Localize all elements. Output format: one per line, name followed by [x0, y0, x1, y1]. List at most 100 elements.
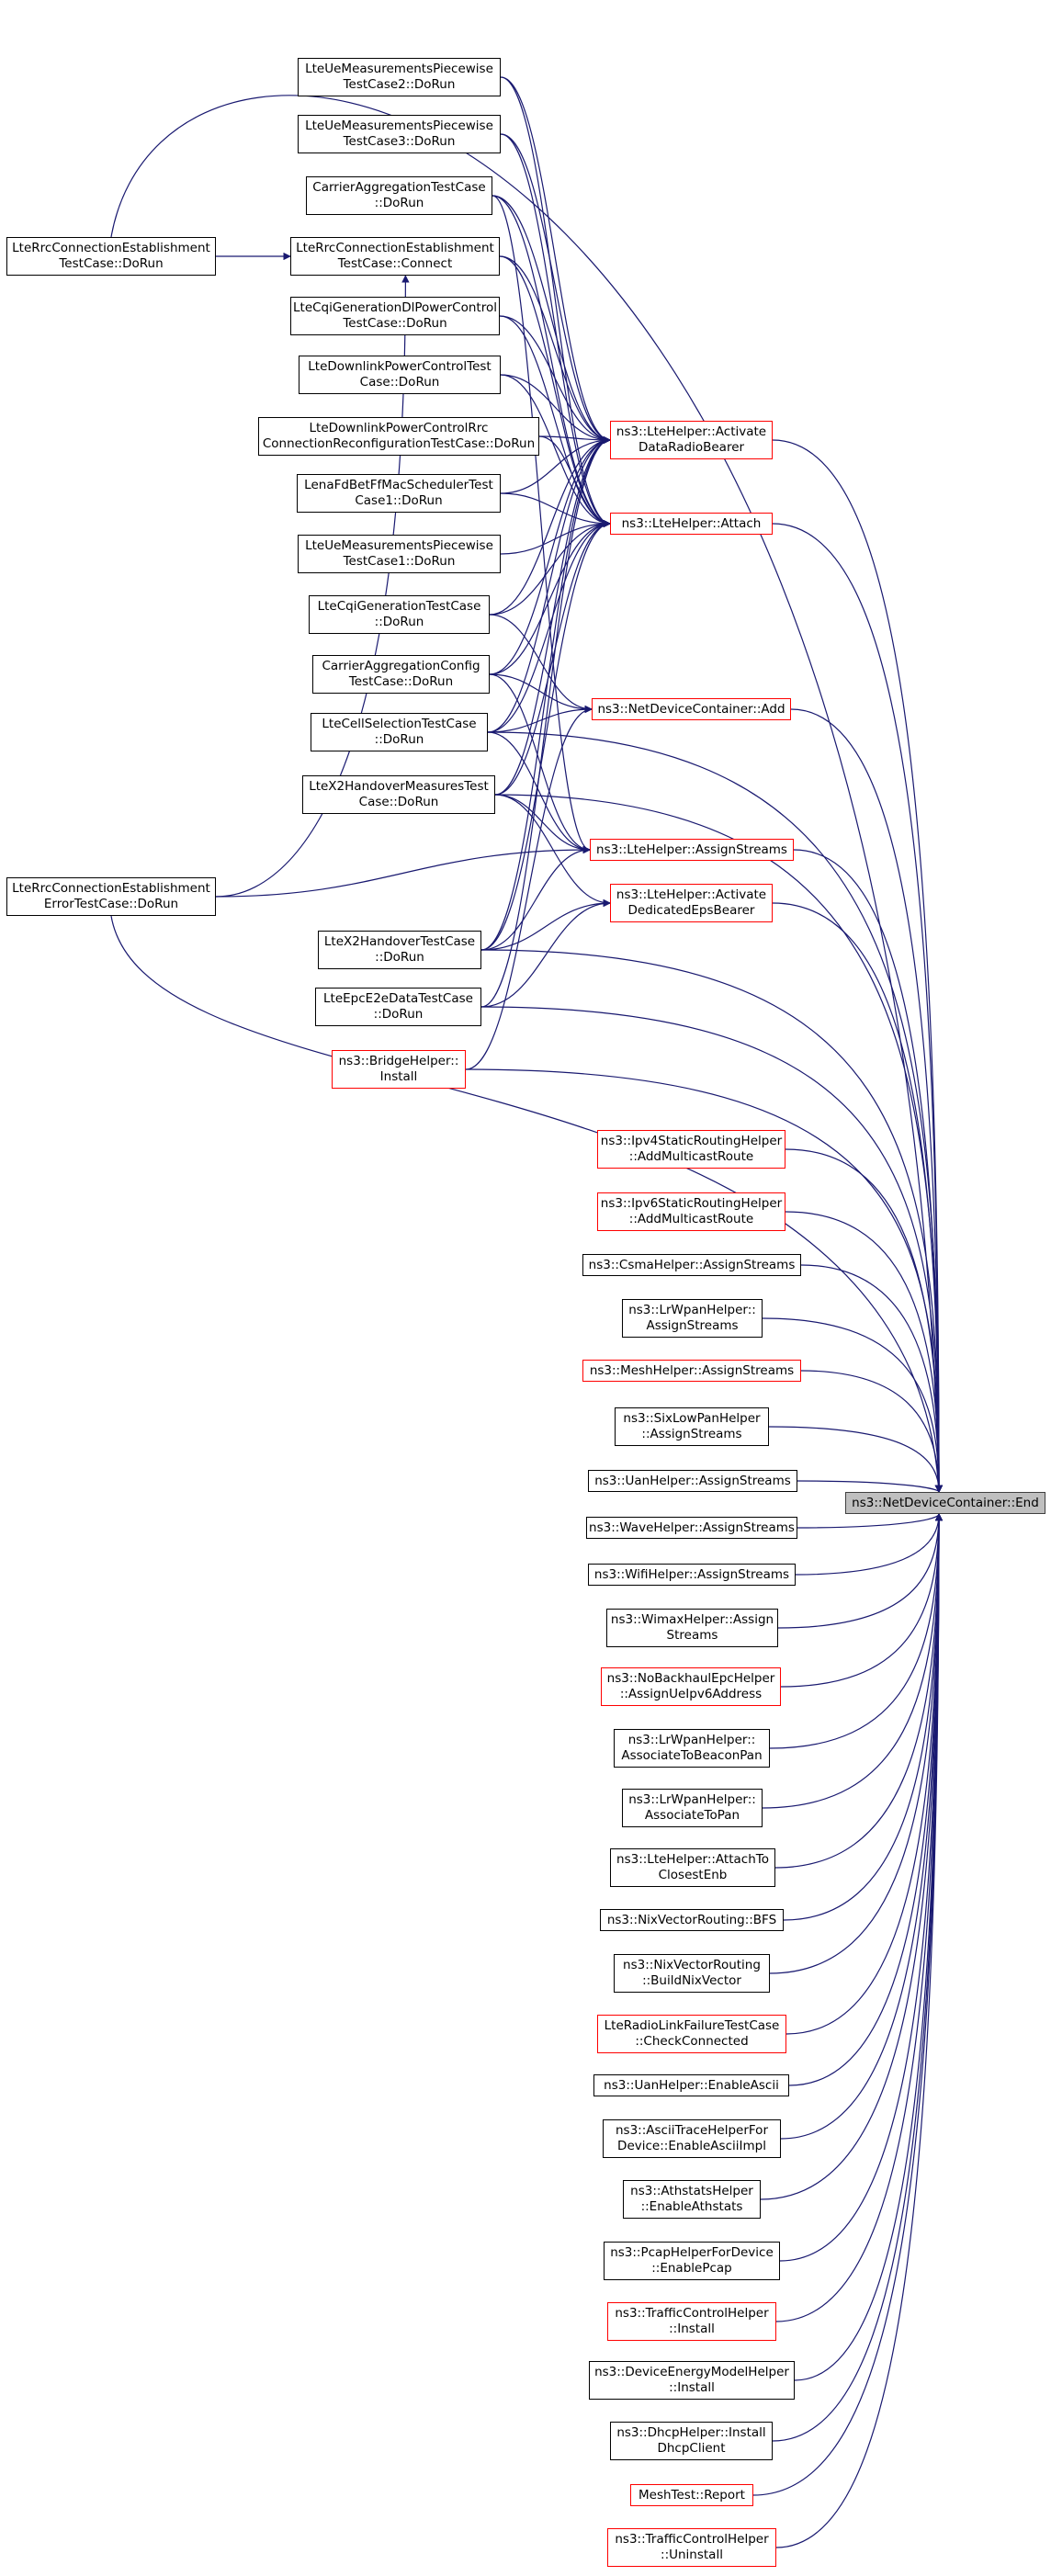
node-net-device-container-add[interactable]: ns3::NetDeviceContainer::Add: [592, 698, 791, 720]
node-downlink-power-control[interactable]: LteDownlinkPowerControlTest Case::DoRun: [299, 356, 501, 394]
node-lte-helper-attach[interactable]: ns3::LteHelper::Attach: [610, 513, 773, 535]
node-cell-selection-testcase[interactable]: LteCellSelectionTestCase ::DoRun: [311, 713, 488, 751]
node-label: ns3::WimaxHelper::Assign: [610, 1612, 774, 1627]
edge-cellsel-to-add: [487, 705, 593, 733]
edge-tcuninstall-to-end: [775, 1513, 944, 2548]
edge-cacfg-to-add: [489, 673, 593, 714]
node-label: ns3::UanHelper::EnableAscii: [604, 2077, 779, 2093]
node-uan-assign-streams[interactable]: ns3::UanHelper::AssignStreams: [588, 1470, 797, 1492]
node-mesh-assign-streams[interactable]: ns3::MeshHelper::AssignStreams: [582, 1360, 801, 1382]
node-pw1-testcase1-dorun[interactable]: LteUeMeasurementsPiecewise TestCase1::Do…: [298, 535, 501, 573]
node-nobackhaul-assign-ipv6[interactable]: ns3::NoBackhaulEpcHelper ::AssignUeIpv6A…: [601, 1667, 781, 1706]
node-label: ::BuildNixVector: [642, 1973, 741, 1988]
node-label: ::DoRun: [375, 950, 424, 965]
node-label: ns3::WifiHelper::AssignStreams: [593, 1566, 790, 1582]
node-csma-assign-streams[interactable]: ns3::CsmaHelper::AssignStreams: [582, 1254, 801, 1276]
node-label: LteDownlinkPowerControlTest: [308, 359, 492, 374]
node-label: AssociateToPan: [644, 1808, 740, 1823]
edge-ipv6mc-to-end: [785, 1211, 944, 1493]
node-label: LteUeMeasurementsPiecewise: [305, 62, 493, 76]
node-activate-dedicated-eps-bearer[interactable]: ns3::LteHelper::Activate DedicatedEpsBea…: [610, 884, 773, 922]
node-lena-fd-bet-ff-mac[interactable]: LenaFdBetFfMacSchedulerTest Case1::DoRun: [297, 474, 501, 513]
node-associate-to-pan[interactable]: ns3::LrWpanHelper:: AssociateToPan: [622, 1789, 763, 1827]
node-rrc-establishment-connect[interactable]: LteRrcConnectionEstablishment TestCase::…: [290, 237, 500, 276]
node-pw3-testcase3-dorun[interactable]: LteUeMeasurementsPiecewise TestCase3::Do…: [298, 115, 501, 153]
node-lrwpan-assign-streams[interactable]: ns3::LrWpanHelper:: AssignStreams: [622, 1299, 763, 1338]
edge-dhcp-to-end: [772, 1513, 944, 2442]
node-label: ns3::LteHelper::Activate: [616, 424, 767, 439]
node-pw2-testcase2-dorun[interactable]: LteUeMeasurementsPiecewise TestCase2::Do…: [298, 58, 501, 96]
node-mesh-test-report[interactable]: MeshTest::Report: [630, 2484, 753, 2506]
edge-activate-to-end: [772, 439, 944, 1493]
node-label: DhcpClient: [657, 2441, 726, 2456]
node-device-energy-install[interactable]: ns3::DeviceEnergyModelHelper ::Install: [589, 2361, 795, 2400]
node-label: ns3::MeshHelper::AssignStreams: [589, 1362, 795, 1378]
node-radio-link-failure-check[interactable]: LteRadioLinkFailureTestCase ::CheckConne…: [597, 2015, 786, 2053]
edge-ipv4mc-to-end: [785, 1148, 944, 1493]
node-label: LteCqiGenerationTestCase: [317, 599, 481, 614]
edge-pw3-to-activate: [500, 133, 611, 445]
node-ascii-trace-enable-impl[interactable]: ns3::AsciiTraceHelperFor Device::EnableA…: [603, 2119, 781, 2158]
node-label: ns3::UanHelper::AssignStreams: [594, 1473, 791, 1488]
node-label: AssignStreams: [646, 1318, 739, 1333]
node-carrier-aggregation-config[interactable]: CarrierAggregationConfig TestCase::DoRun: [312, 655, 490, 694]
node-epc-e2e-data-testcase[interactable]: LteEpcE2eDataTestCase ::DoRun: [315, 988, 481, 1026]
edge-epc-to-epsbearer: [480, 898, 611, 1008]
node-x2-handover-measures[interactable]: LteX2HandoverMeasuresTest Case::DoRun: [302, 775, 495, 814]
node-x2-handover-testcase[interactable]: LteX2HandoverTestCase ::DoRun: [318, 931, 481, 969]
node-activate-data-radio-bearer[interactable]: ns3::LteHelper::Activate DataRadioBearer: [610, 421, 773, 459]
node-traffic-control-install[interactable]: ns3::TrafficControlHelper ::Install: [607, 2302, 776, 2341]
node-cqi-generation-testcase[interactable]: LteCqiGenerationTestCase ::DoRun: [309, 595, 490, 634]
node-enable-athstats[interactable]: ns3::AthstatsHelper ::EnableAthstats: [623, 2180, 761, 2219]
edge-ca-to-ltestreams: [492, 195, 591, 854]
node-label: ns3::CsmaHelper::AssignStreams: [588, 1257, 796, 1272]
node-rrc-establishment-error[interactable]: LteRrcConnectionEstablishment ErrorTestC…: [6, 877, 216, 916]
node-downlink-power-control-rrc[interactable]: LteDownlinkPowerControlRrc ConnectionRec…: [258, 417, 539, 456]
node-label: ns3::TrafficControlHelper: [615, 2306, 769, 2321]
node-uan-enable-ascii[interactable]: ns3::UanHelper::EnableAscii: [593, 2074, 789, 2096]
node-carrier-aggregation-testcase[interactable]: CarrierAggregationTestCase ::DoRun: [306, 176, 492, 215]
node-wifi-assign-streams[interactable]: ns3::WifiHelper::AssignStreams: [588, 1564, 796, 1586]
node-label: CarrierAggregationTestCase: [312, 180, 486, 195]
node-label: ::Uninstall: [661, 2548, 723, 2562]
edge-dlpcrrc-to-activate: [538, 435, 611, 445]
node-enable-pcap[interactable]: ns3::PcapHelperForDevice ::EnablePcap: [604, 2242, 780, 2280]
node-nix-vector-bfs[interactable]: ns3::NixVectorRouting::BFS: [600, 1909, 784, 1931]
node-label: ns3::DhcpHelper::Install: [616, 2425, 766, 2440]
node-label: ns3::DeviceEnergyModelHelper: [594, 2365, 789, 2379]
node-build-nix-vector[interactable]: ns3::NixVectorRouting ::BuildNixVector: [614, 1954, 770, 1993]
node-bridge-helper-install[interactable]: ns3::BridgeHelper:: Install: [332, 1050, 466, 1089]
edge-pw2-to-attach: [500, 76, 611, 528]
node-sixlowpan-assign-streams[interactable]: ns3::SixLowPanHelper ::AssignStreams: [615, 1407, 769, 1446]
node-wave-assign-streams[interactable]: ns3::WaveHelper::AssignStreams: [586, 1517, 797, 1539]
edge-x2meas-to-ltestreams: [494, 794, 591, 854]
node-wimax-assign-streams[interactable]: ns3::WimaxHelper::Assign Streams: [606, 1609, 778, 1647]
edge-bridge-to-add: [465, 705, 593, 1070]
edge-pw1-to-attach: [500, 519, 611, 555]
edge-buildnix-to-end: [769, 1513, 944, 1974]
node-label: MeshTest::Report: [639, 2487, 745, 2503]
node-traffic-control-uninstall[interactable]: ns3::TrafficControlHelper ::Uninstall: [607, 2528, 776, 2567]
node-associate-to-beacon-pan[interactable]: ns3::LrWpanHelper:: AssociateToBeaconPan: [614, 1729, 770, 1768]
node-ipv6-add-multicast-route[interactable]: ns3::Ipv6StaticRoutingHelper ::AddMultic…: [597, 1192, 785, 1231]
edge-lrwpanstreams-to-end: [762, 1317, 944, 1493]
node-label: ns3::NetDeviceContainer::Add: [597, 701, 785, 717]
edge-x2meas-to-end: [494, 794, 944, 1493]
node-label: LteRrcConnectionEstablishment: [12, 881, 210, 896]
node-label: LteRrcConnectionEstablishment: [12, 241, 210, 255]
node-label: ::CheckConnected: [635, 2034, 749, 2049]
edge-epc-to-end: [480, 1006, 944, 1493]
node-lte-helper-assign-streams[interactable]: ns3::LteHelper::AssignStreams: [590, 839, 794, 861]
node-label: ns3::AthstatsHelper: [630, 2184, 753, 2198]
edge-epc-to-activate: [480, 435, 611, 1008]
node-dhcp-install-client[interactable]: ns3::DhcpHelper::Install DhcpClient: [610, 2422, 773, 2460]
node-ipv4-add-multicast-route[interactable]: ns3::Ipv4StaticRoutingHelper ::AddMultic…: [597, 1130, 785, 1169]
node-label: ns3::PcapHelperForDevice: [610, 2245, 774, 2260]
node-attach-to-closest-enb[interactable]: ns3::LteHelper::AttachTo ClosestEnb: [610, 1848, 775, 1887]
node-label: Case1::DoRun: [355, 493, 443, 508]
node-cqi-dl-power-control[interactable]: LteCqiGenerationDlPowerControl TestCase:…: [290, 297, 500, 335]
edge-ca-to-activate: [492, 195, 611, 445]
node-rrc-establishment-dorun[interactable]: LteRrcConnectionEstablishment TestCase::…: [6, 237, 216, 276]
node-label: ns3::LrWpanHelper::: [627, 1733, 756, 1747]
